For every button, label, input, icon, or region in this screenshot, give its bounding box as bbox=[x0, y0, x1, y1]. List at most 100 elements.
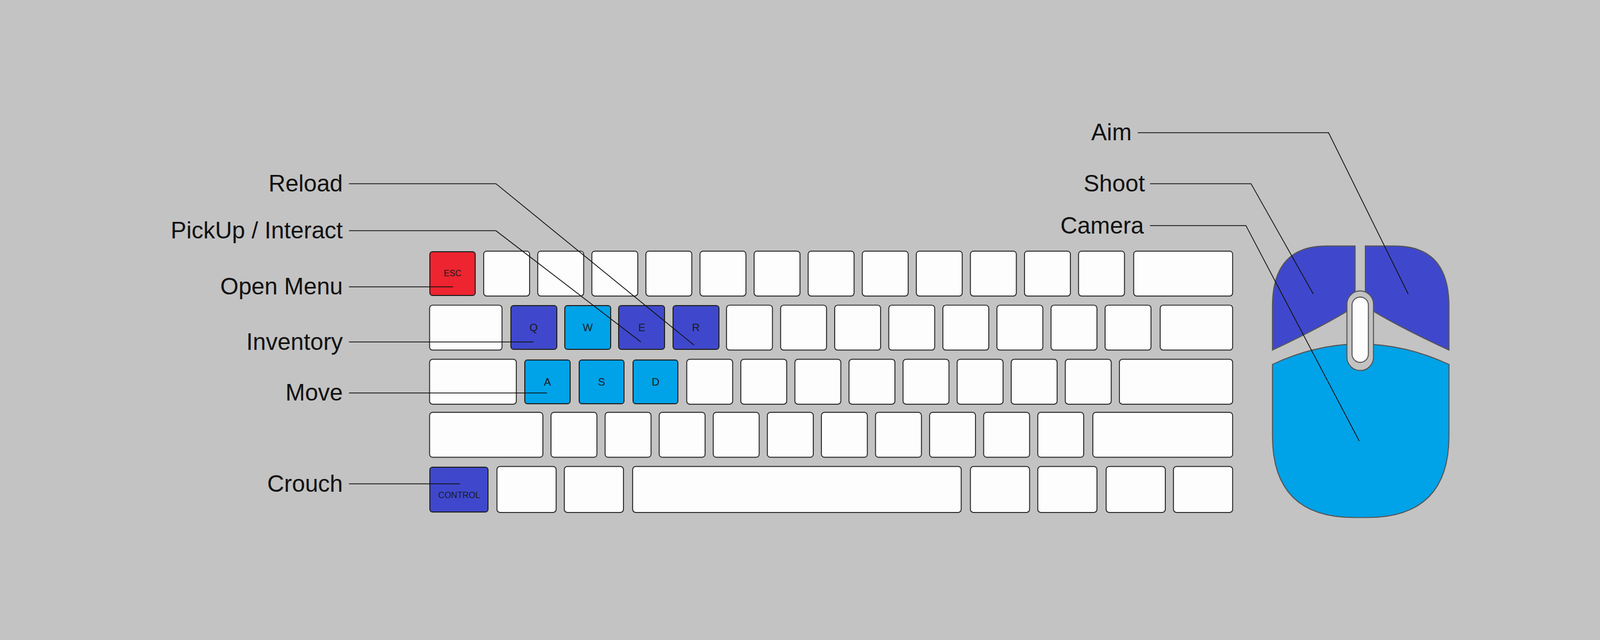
leader-line bbox=[348, 392, 547, 394]
callout-holder: Aim bbox=[1091, 118, 1132, 147]
blank-key bbox=[686, 359, 733, 405]
blank-key bbox=[659, 412, 706, 458]
blank-key bbox=[1105, 305, 1151, 350]
callout-holder: Camera bbox=[1060, 211, 1144, 240]
blank-key bbox=[1133, 251, 1234, 296]
key-label: E bbox=[638, 321, 646, 334]
mouse-right-button bbox=[1365, 245, 1450, 350]
blank-key bbox=[537, 251, 584, 296]
control-label: Crouch bbox=[267, 469, 343, 499]
blank-key bbox=[483, 251, 530, 296]
blank-key bbox=[996, 305, 1043, 350]
blank-key bbox=[754, 251, 800, 296]
leader-line bbox=[348, 230, 641, 343]
blank-key bbox=[645, 251, 692, 296]
blank-key bbox=[700, 251, 747, 296]
leader-line bbox=[1149, 225, 1359, 442]
blank-key bbox=[767, 412, 814, 458]
callout-holder: Move bbox=[285, 378, 343, 407]
key-label: W bbox=[582, 321, 594, 334]
key-label: D bbox=[651, 376, 660, 388]
blank-key bbox=[564, 466, 624, 513]
blank-key bbox=[970, 466, 1030, 513]
callout-holder: Crouch bbox=[267, 469, 343, 499]
blank-key bbox=[429, 359, 517, 405]
blank-key bbox=[916, 251, 963, 296]
blank-key bbox=[726, 305, 773, 350]
blank-key bbox=[1037, 466, 1098, 513]
mouse-illustration bbox=[1272, 245, 1450, 518]
control-label: PickUp / Interact bbox=[170, 216, 343, 245]
blank-key bbox=[497, 466, 557, 513]
key-cap: E bbox=[618, 305, 666, 350]
blank-key bbox=[942, 305, 989, 350]
control-label: Shoot bbox=[1083, 169, 1146, 198]
blank-key bbox=[929, 412, 976, 458]
blank-key bbox=[1037, 412, 1084, 458]
blank-key bbox=[983, 412, 1030, 458]
key-label: R bbox=[692, 321, 700, 334]
blank-key bbox=[740, 359, 787, 405]
key-cap: ESC bbox=[429, 251, 476, 296]
blank-key bbox=[957, 359, 1004, 405]
blank-key bbox=[592, 251, 638, 296]
blank-key bbox=[713, 412, 759, 458]
blank-key bbox=[1024, 251, 1071, 296]
leader-line bbox=[348, 183, 694, 345]
callout-holder: Inventory bbox=[246, 328, 343, 357]
blank-key bbox=[849, 359, 895, 405]
control-label: Camera bbox=[1060, 211, 1144, 240]
control-label: Inventory bbox=[246, 328, 343, 357]
blank-key bbox=[780, 305, 827, 350]
key-cap: R bbox=[672, 305, 720, 350]
key-label: S bbox=[597, 376, 605, 388]
key-label: A bbox=[544, 376, 551, 388]
callout-holder: Reload bbox=[268, 169, 343, 198]
key-cap: A bbox=[524, 359, 571, 405]
callout-holder: Shoot bbox=[1083, 169, 1146, 198]
blank-key bbox=[862, 251, 909, 296]
blank-key bbox=[550, 412, 597, 458]
control-label: Open Menu bbox=[220, 272, 343, 301]
blank-key bbox=[1051, 305, 1098, 350]
key-cap: D bbox=[632, 359, 679, 405]
blank-key bbox=[794, 359, 841, 405]
blank-key bbox=[605, 412, 652, 458]
blank-key bbox=[834, 305, 881, 350]
blank-key bbox=[1065, 359, 1111, 405]
mouse-wheel bbox=[1352, 297, 1369, 363]
blank-key bbox=[1119, 359, 1233, 405]
blank-key bbox=[888, 305, 935, 350]
blank-keys bbox=[429, 251, 1233, 513]
key-cap: S bbox=[578, 359, 625, 405]
mouse-wheel-housing bbox=[1347, 290, 1374, 371]
control-label: Move bbox=[285, 378, 343, 407]
blank-key bbox=[808, 251, 854, 296]
blank-key bbox=[1011, 359, 1058, 405]
blank-key bbox=[1160, 305, 1233, 350]
blank-key bbox=[1106, 466, 1166, 513]
key-cap: W bbox=[564, 305, 612, 350]
blank-key bbox=[821, 412, 868, 458]
key-label: Q bbox=[529, 321, 539, 334]
blank-key bbox=[902, 359, 949, 405]
control-label: Aim bbox=[1091, 118, 1132, 147]
key-label: CONTROL bbox=[438, 490, 480, 501]
blank-key bbox=[1078, 251, 1125, 296]
control-label: Reload bbox=[268, 169, 343, 198]
blank-key bbox=[875, 412, 922, 458]
leader-line bbox=[348, 341, 534, 343]
leader-line bbox=[348, 483, 461, 485]
mouse-left-button bbox=[1272, 245, 1356, 350]
callout-holder: Open Menu bbox=[220, 272, 343, 301]
blank-key bbox=[970, 251, 1017, 296]
space-bar bbox=[632, 466, 962, 513]
blank-key bbox=[429, 412, 543, 458]
blank-key bbox=[1092, 412, 1233, 458]
blank-key bbox=[429, 305, 502, 350]
key-label: ESC bbox=[443, 268, 462, 279]
key-cap: CONTROL bbox=[429, 466, 489, 513]
callout-holder: PickUp / Interact bbox=[170, 216, 343, 245]
